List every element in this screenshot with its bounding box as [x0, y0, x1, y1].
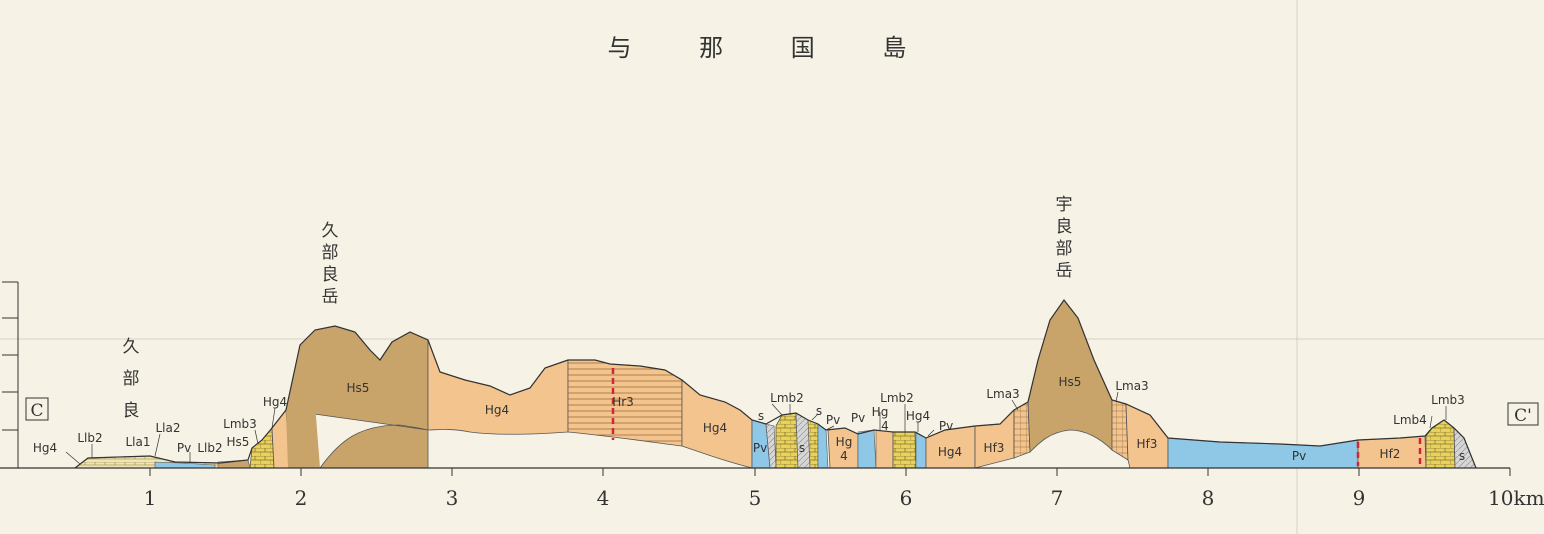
page-title: 与 那 国 島 — [607, 34, 937, 62]
unit-label: Lma3 — [986, 387, 1019, 401]
section-start-label: C — [30, 401, 43, 421]
fault-lines — [611, 368, 1422, 466]
x-tick-label: 8 — [1202, 486, 1215, 510]
section-end-label: C' — [1514, 406, 1532, 426]
unit-label: s — [799, 441, 805, 455]
place-label-kuburadake: 部 — [322, 243, 339, 263]
topographic-profile — [74, 298, 1477, 469]
x-tick-label: 6 — [900, 486, 913, 510]
x-tick-label: 9 — [1353, 486, 1366, 510]
unit-label: Hg4 — [485, 403, 509, 417]
x-axis-end-label: 10km — [1488, 486, 1544, 510]
unit-label: Hg4 — [263, 395, 287, 409]
place-label-urabudake: 宇 — [1056, 195, 1073, 215]
unit-label: Hf3 — [1137, 437, 1158, 451]
unit-label: Hg — [836, 435, 853, 449]
unit-label: Hg4 — [33, 441, 57, 455]
unit-label: s — [1459, 449, 1465, 463]
unit-label: Hg — [872, 405, 889, 419]
section-markers: C C' — [25, 397, 1539, 426]
unit-label: Pv — [177, 441, 191, 455]
x-tick-label: 5 — [749, 486, 762, 510]
unit-label: Hs5 — [347, 381, 370, 395]
unit-label: Hg4 — [906, 409, 930, 423]
unit-label: Hs5 — [227, 435, 250, 449]
unit-label: Llb2 — [77, 431, 102, 445]
x-tick-label: 2 — [295, 486, 308, 510]
unit-label: 4 — [840, 449, 848, 463]
place-label-urabudake: 部 — [1056, 239, 1073, 259]
place-label-kubura: 良 — [123, 401, 140, 421]
unit-label: Pv — [939, 419, 953, 433]
leader-lines — [65, 391, 1447, 465]
place-label-kubura: 部 — [123, 369, 140, 389]
x-tick-label: 7 — [1051, 486, 1064, 510]
x-tick-label: 1 — [144, 486, 157, 510]
unit-label: Hf2 — [1380, 447, 1401, 461]
unit-label: Pv — [753, 441, 767, 455]
place-label-kuburadake: 久 — [322, 221, 339, 241]
unit-label: Hg4 — [938, 445, 962, 459]
place-labels: 久 部 良 久 部 良 岳 宇 良 部 岳 — [123, 195, 1073, 421]
place-label-urabudake: 岳 — [1056, 261, 1073, 281]
unit-label: Pv — [851, 411, 865, 425]
unit-label: 4 — [881, 419, 889, 433]
geology-layers — [73, 299, 1477, 469]
unit-label: Hg4 — [703, 421, 727, 435]
paper-fold — [1296, 0, 1298, 534]
unit-label: Lmb2 — [770, 391, 804, 405]
unit-label: Hr3 — [612, 395, 634, 409]
unit-label: Pv — [826, 413, 840, 427]
vertical-scale — [2, 281, 19, 469]
place-label-kubura: 久 — [123, 337, 140, 357]
place-label-kuburadake: 良 — [322, 265, 339, 285]
place-label-urabudake: 良 — [1056, 217, 1073, 237]
unit-label: Llb2 — [197, 441, 222, 455]
x-tick-label: 3 — [446, 486, 459, 510]
x-tick-label: 4 — [597, 486, 610, 510]
unit-label: Hs5 — [1059, 375, 1082, 389]
x-axis: 1 2 3 4 5 6 7 8 9 10km — [0, 467, 1544, 510]
unit-label: Lla1 — [125, 435, 150, 449]
paper-fold — [0, 338, 1544, 340]
unit-label: Lma3 — [1115, 379, 1148, 393]
unit-label: Lmb3 — [223, 417, 257, 431]
unit-label: Hf3 — [984, 441, 1005, 455]
unit-label: Lmb2 — [880, 391, 914, 405]
unit-label: s — [816, 404, 822, 418]
unit-label: Lla2 — [155, 421, 180, 435]
place-label-kuburadake: 岳 — [322, 287, 339, 307]
unit-label: s — [758, 409, 764, 423]
unit-label: Lmb3 — [1431, 393, 1465, 407]
unit-label: Lmb4 — [1393, 413, 1427, 427]
unit-label: Pv — [1292, 449, 1306, 463]
unit-labels: Hg4 Llb2 Lla1 Lla2 Pv Llb2 Hs5 Lmb3 Hg4 … — [33, 375, 1465, 463]
